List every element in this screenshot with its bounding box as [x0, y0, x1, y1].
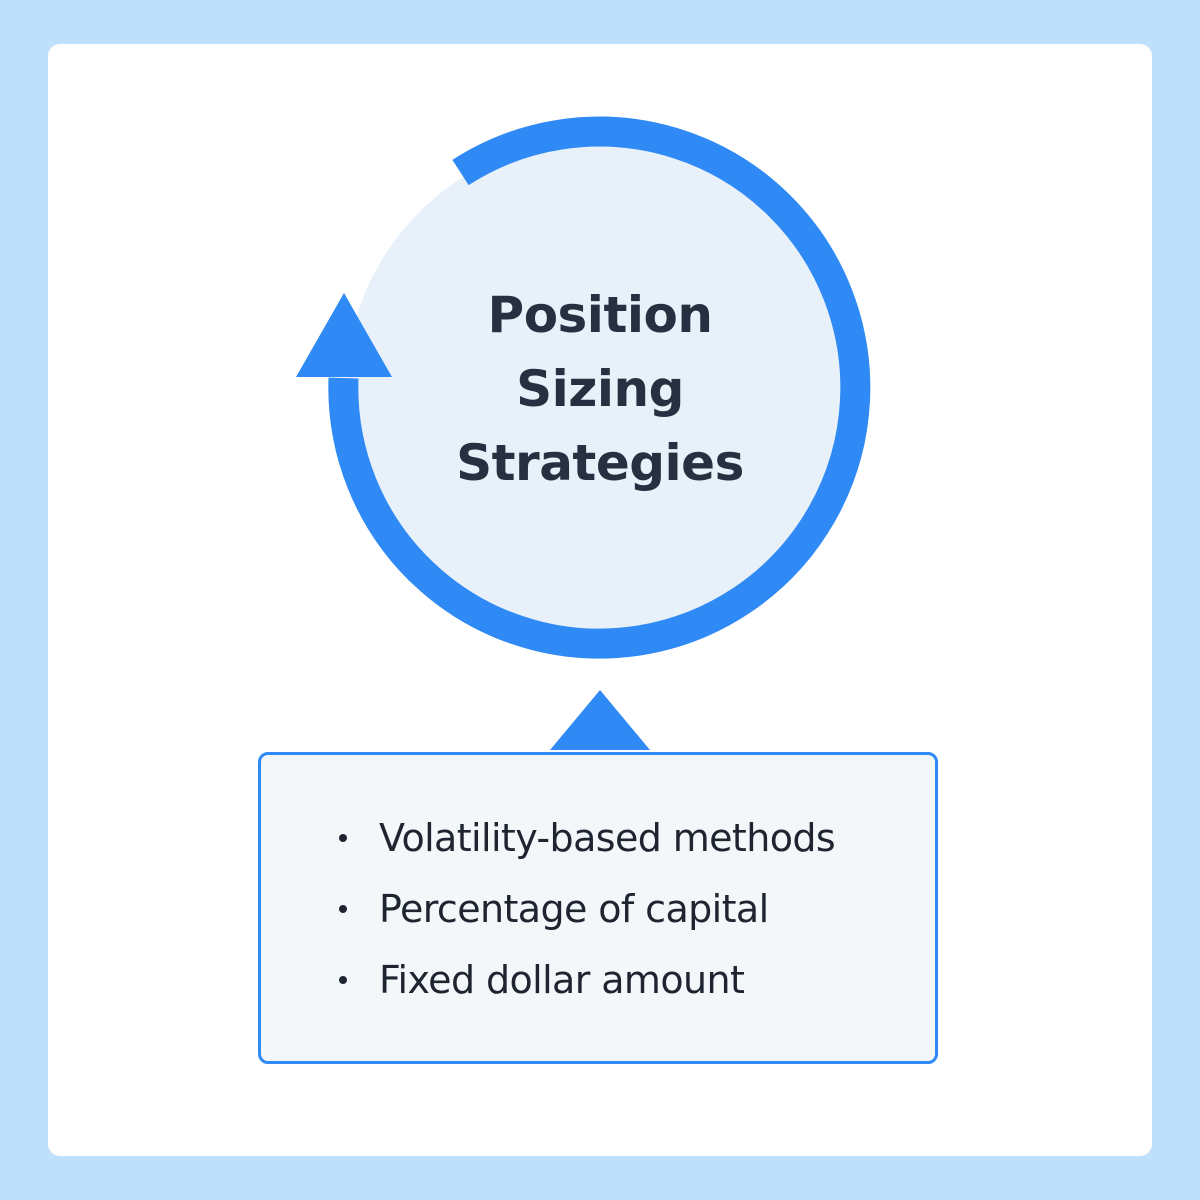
list-item-label: Fixed dollar amount — [379, 958, 745, 1002]
cycle-arrow-icon — [296, 293, 392, 377]
title-line-2: Sizing — [516, 360, 684, 418]
list-item: Volatility-based methods — [339, 805, 836, 876]
center-circle — [345, 137, 855, 647]
bullet-icon — [339, 976, 347, 984]
bullet-icon — [339, 834, 347, 842]
title-line-3: Strategies — [456, 434, 744, 492]
strategies-box: Volatility-based methods Percentage of c… — [258, 752, 938, 1064]
list-item: Percentage of capital — [339, 876, 835, 947]
strategies-list: Volatility-based methods Percentage of c… — [339, 805, 836, 1018]
list-item-label: Volatility-based methods — [379, 816, 836, 860]
list-item: Fixed dollar amount — [339, 947, 835, 1018]
cycle-arrow-arc — [328, 116, 871, 659]
bullet-icon — [339, 905, 347, 913]
center-title: Position Sizing Strategies — [400, 278, 800, 500]
list-item-label: Percentage of capital — [379, 887, 769, 931]
title-line-1: Position — [487, 286, 713, 344]
up-arrow-icon — [550, 690, 650, 750]
